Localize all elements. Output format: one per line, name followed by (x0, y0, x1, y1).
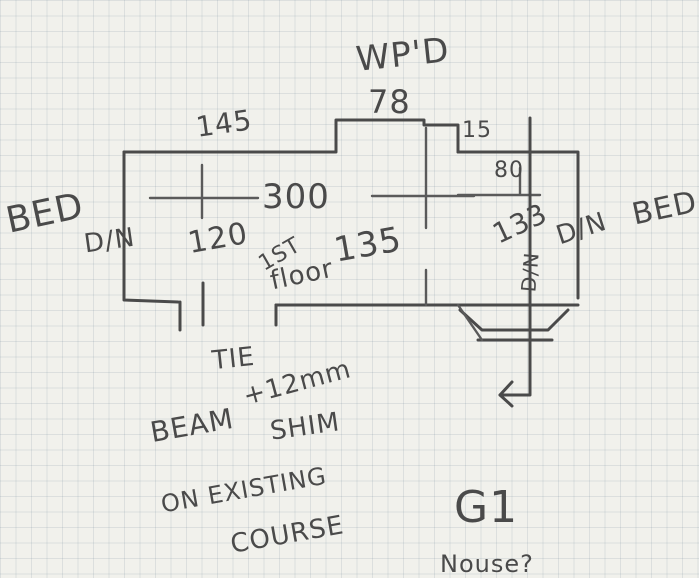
window-width-label: 78 (368, 83, 411, 121)
trapezoid-link (456, 303, 484, 342)
side-left-dir-label: D/N (82, 222, 138, 260)
width-main-label: 300 (262, 177, 330, 217)
wall-left (122, 150, 180, 304)
tie-label: TIE (210, 341, 257, 377)
depth-right-label: 80 (494, 158, 524, 183)
dim-right-vertical (498, 116, 532, 397)
ref-label: G1 (454, 482, 519, 533)
step-label: 15 (462, 118, 492, 143)
wall-outline-top (122, 118, 580, 300)
window-label: WP'D (354, 30, 452, 80)
bottom-cut-label: Nouse? (440, 550, 534, 578)
trapezoid-feature (458, 308, 570, 342)
dim-right-arrow (498, 380, 514, 408)
width-top-label: 145 (193, 103, 255, 144)
down-label: D/N (516, 250, 544, 294)
